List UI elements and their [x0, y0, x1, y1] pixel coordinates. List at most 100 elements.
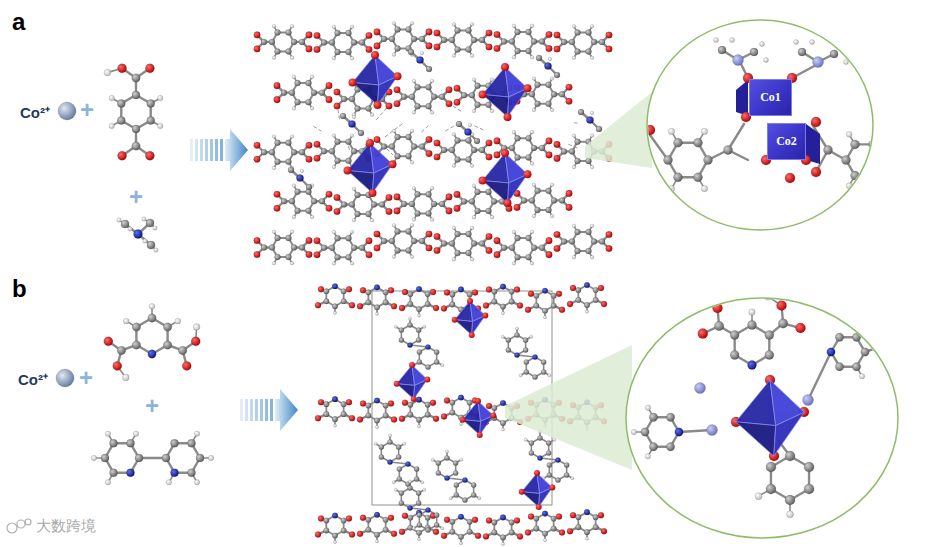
atom: [472, 215, 476, 219]
atom: [371, 51, 379, 59]
bond: [422, 125, 429, 132]
atom: [416, 490, 421, 495]
atom: [561, 39, 567, 45]
atom: [281, 198, 287, 204]
atom: [546, 31, 553, 38]
atom: [134, 230, 143, 239]
atom: [785, 451, 795, 461]
atom: [275, 140, 281, 146]
atom: [530, 130, 534, 134]
atom: [408, 291, 414, 297]
reactant-molecules-b: [56, 303, 214, 485]
atom: [149, 303, 155, 309]
atom: [479, 91, 487, 99]
atom: [128, 227, 133, 232]
atom: [475, 189, 481, 195]
atom: [355, 106, 361, 112]
atom: [830, 50, 838, 58]
atom: [810, 40, 815, 45]
atom: [370, 218, 374, 222]
atom: [546, 237, 553, 244]
zoom-wedge: [585, 92, 652, 168]
atom: [434, 44, 441, 51]
atom: [452, 164, 456, 168]
atom: [561, 148, 567, 154]
atom: [349, 415, 355, 421]
atom: [572, 134, 576, 138]
bond-layer: [634, 297, 893, 515]
atom: [289, 90, 295, 96]
atom: [178, 346, 187, 355]
atom: [394, 86, 401, 93]
atom: [416, 417, 422, 423]
atom: [171, 439, 179, 447]
arrow-stripe: [195, 139, 198, 161]
atom: [840, 44, 845, 49]
atom: [470, 257, 474, 261]
bond-layer: [107, 68, 160, 250]
atom: [419, 36, 425, 42]
atom: [444, 455, 449, 460]
atom: [859, 374, 864, 379]
atom: [606, 231, 613, 238]
atom: [389, 36, 395, 42]
atom: [350, 56, 354, 60]
atom: [408, 515, 414, 521]
coordination-polyhedron: [774, 412, 804, 456]
atom: [666, 443, 674, 451]
atom: [482, 312, 488, 318]
zoom-wedge: [505, 345, 632, 470]
bond: [454, 107, 461, 111]
atom: [286, 235, 292, 241]
atom: [349, 532, 355, 538]
atom: [171, 469, 179, 477]
atom: [399, 416, 405, 422]
atom: [310, 215, 314, 219]
arrow-stripe: [245, 399, 248, 421]
atom: [446, 194, 453, 201]
atom: [529, 440, 534, 445]
atom: [453, 460, 458, 465]
atom: [426, 245, 433, 252]
atom: [349, 302, 355, 308]
atom: [593, 297, 599, 303]
atom: [475, 208, 481, 214]
atom: [466, 27, 472, 33]
atom-layer: [58, 64, 163, 253]
atom: [434, 349, 439, 354]
atom: [295, 99, 301, 105]
atom: [444, 517, 450, 523]
atom: [449, 241, 455, 247]
atom: [509, 520, 515, 526]
atom: [450, 529, 456, 535]
atom: [486, 517, 492, 523]
atom: [512, 130, 516, 134]
atom: [397, 466, 402, 471]
atom: [701, 128, 707, 134]
atom: [350, 262, 354, 266]
coordination-polyhedron: [483, 181, 509, 204]
atom: [586, 30, 592, 36]
atom: [410, 161, 414, 165]
arrow-stripe: [250, 399, 253, 421]
atom: [517, 533, 523, 539]
atom: [462, 497, 467, 502]
atom: [423, 488, 426, 491]
atom: [416, 397, 422, 403]
atom: [299, 39, 305, 45]
atom: [417, 425, 420, 428]
atom: [318, 286, 324, 292]
coordination-polyhedron: [455, 301, 473, 321]
atom: [399, 500, 404, 505]
atom: [306, 32, 313, 39]
atom: [319, 90, 325, 96]
atom: [143, 239, 148, 244]
atom: [417, 314, 420, 317]
atom: [366, 403, 372, 409]
atom: [391, 417, 397, 423]
atom: [547, 472, 552, 477]
atom: [360, 515, 366, 521]
atom: [371, 201, 377, 207]
atom: [455, 231, 461, 237]
atom: [486, 247, 493, 254]
